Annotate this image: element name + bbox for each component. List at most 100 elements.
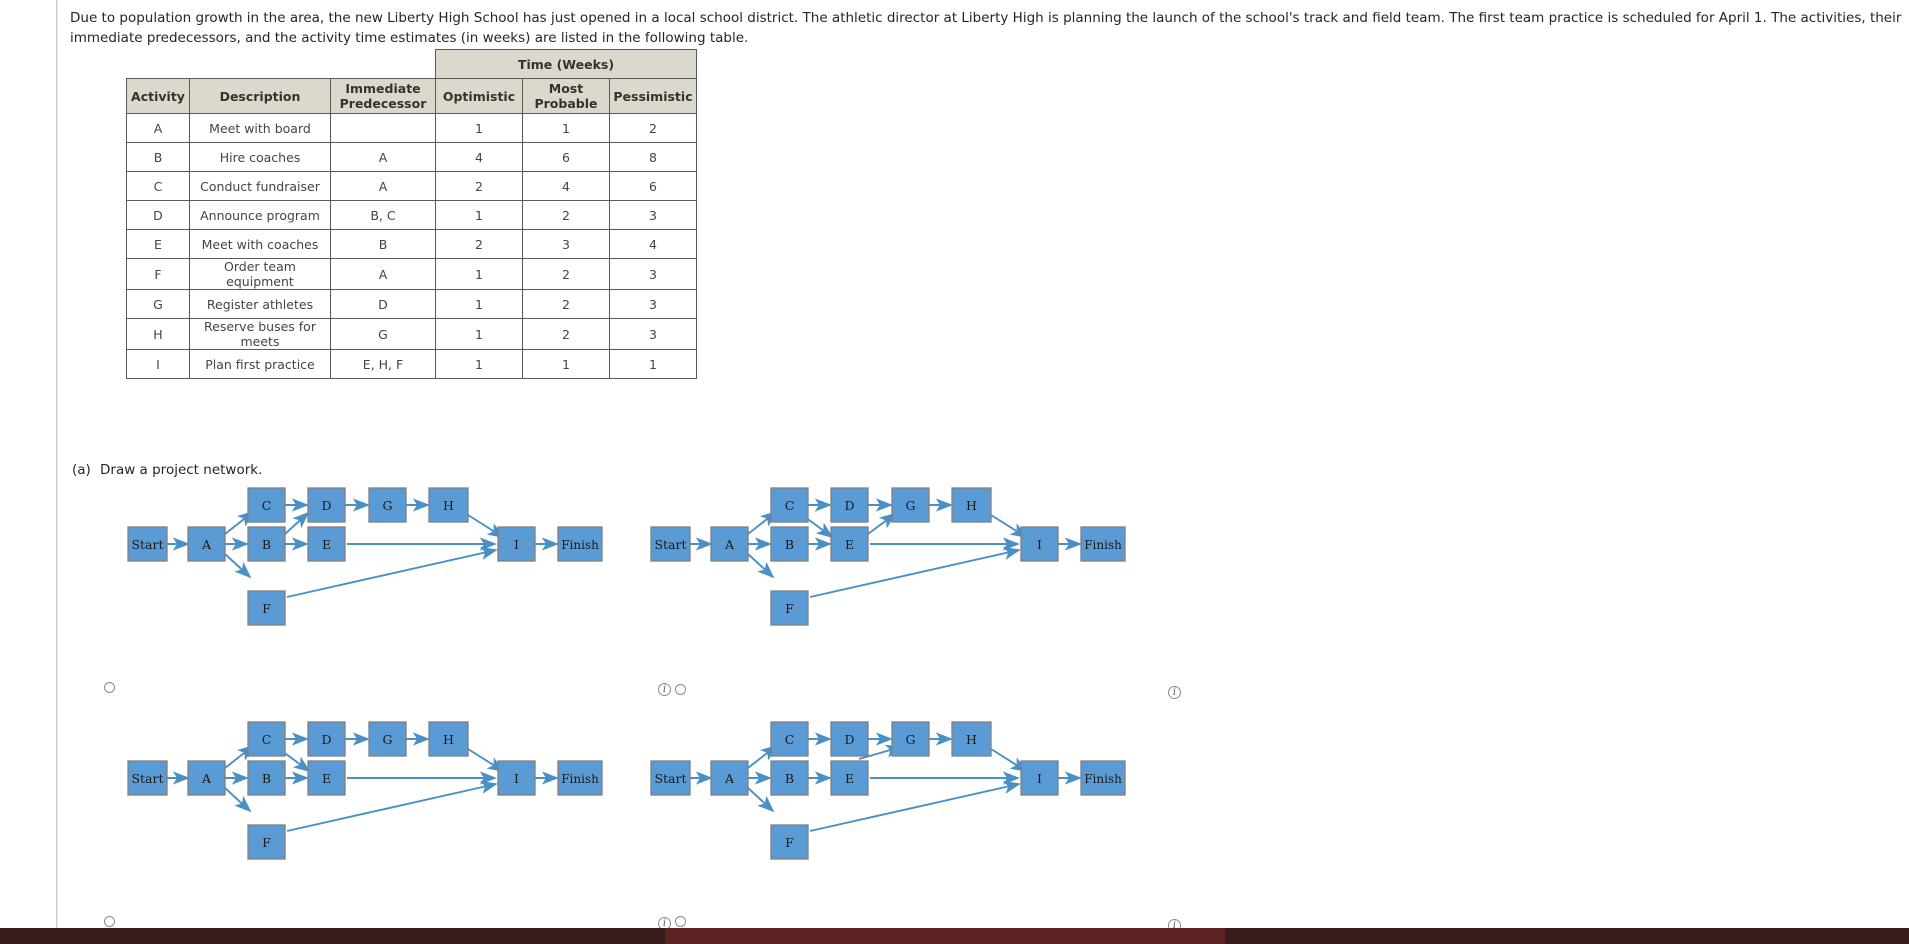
- cell-optimistic: 2: [435, 171, 523, 201]
- activity-table-wrapper: Time (Weeks) Activity Description Immedi…: [126, 49, 697, 379]
- node-g-label: G: [383, 498, 393, 513]
- cell-most-probable: 1: [522, 113, 610, 143]
- node-f: [247, 824, 286, 860]
- edge-group: [167, 498, 559, 598]
- cell-optimistic: 1: [435, 113, 523, 143]
- edge-a-f: [224, 787, 252, 813]
- node-a: [710, 760, 749, 796]
- info-icon[interactable]: i: [658, 917, 671, 930]
- cell-activity: F: [126, 258, 190, 290]
- node-group: Start A B C D E F G H I Finish: [127, 487, 603, 626]
- network-option-1[interactable]: Start A B C D E F G H I Finish: [110, 487, 690, 692]
- network-option-3[interactable]: Start A B C D E F G H I Finish: [110, 721, 690, 926]
- node-c-label: C: [785, 498, 795, 513]
- node-f: [247, 590, 286, 626]
- spacer-cell: [190, 50, 331, 79]
- node-i: [497, 760, 536, 796]
- cell-pessimistic: 6: [609, 171, 697, 201]
- node-start-label: Start: [131, 537, 163, 552]
- edge-a-f: [747, 553, 775, 579]
- node-e: [830, 526, 869, 562]
- node-finish: [557, 526, 603, 562]
- node-e: [307, 526, 346, 562]
- cell-description: Plan first practice: [189, 349, 331, 379]
- activity-table: Time (Weeks) Activity Description Immedi…: [126, 49, 697, 379]
- spacer-cell: [127, 50, 190, 79]
- edge-b-d: [284, 511, 310, 535]
- radio-option-4[interactable]: [675, 916, 686, 927]
- radio-option-2[interactable]: [675, 684, 686, 695]
- node-group: Start A B C D E F G H I Finish: [650, 487, 1126, 626]
- node-a: [187, 526, 226, 562]
- node-g: [368, 487, 407, 523]
- cell-activity: E: [126, 229, 190, 259]
- node-b: [247, 760, 286, 796]
- node-i: [1020, 526, 1059, 562]
- node-h-label: H: [966, 732, 977, 747]
- node-finish-label: Finish: [1084, 772, 1122, 786]
- cell-pessimistic: 3: [609, 289, 697, 319]
- col-header-description: Description: [189, 78, 331, 114]
- node-g-label: G: [383, 732, 393, 747]
- info-icon[interactable]: i: [658, 683, 671, 696]
- node-i: [1020, 760, 1059, 796]
- cell-activity: D: [126, 200, 190, 230]
- node-i-label: I: [514, 771, 519, 786]
- edge-e-g: [867, 512, 897, 535]
- network-option-2[interactable]: Start A B C D E F G H I Finish: [633, 487, 1213, 692]
- cell-optimistic: 2: [435, 229, 523, 259]
- radio-option-1[interactable]: [104, 682, 115, 693]
- cell-optimistic: 1: [435, 289, 523, 319]
- col-header-activity: Activity: [126, 78, 190, 114]
- edge-group: [690, 732, 1082, 832]
- cell-most-probable: 2: [522, 289, 610, 319]
- node-c: [770, 721, 809, 757]
- node-d: [830, 721, 869, 757]
- question-text: Draw a project network.: [100, 462, 263, 478]
- info-icon[interactable]: i: [1168, 686, 1181, 699]
- node-group: Start A B C D E F G H I Finish: [650, 721, 1126, 860]
- node-i-label: I: [1037, 771, 1042, 786]
- cell-activity: B: [126, 142, 190, 172]
- node-c: [247, 487, 286, 523]
- table-column-header-row: Activity Description Immediate Predecess…: [126, 78, 697, 114]
- cell-activity: C: [126, 171, 190, 201]
- cell-description: Register athletes: [189, 289, 331, 319]
- cell-activity: G: [126, 289, 190, 319]
- node-d-label: D: [844, 498, 854, 513]
- node-h: [428, 721, 469, 757]
- col-header-pessimistic: Pessimistic: [609, 78, 697, 114]
- cell-activity: H: [126, 318, 190, 350]
- node-h-label: H: [443, 498, 454, 513]
- cell-description: Conduct fundraiser: [189, 171, 331, 201]
- radio-option-3[interactable]: [104, 916, 115, 927]
- node-i: [497, 526, 536, 562]
- cell-predecessor: A: [330, 258, 436, 290]
- node-f-label: F: [785, 835, 794, 850]
- node-b-label: B: [262, 537, 271, 552]
- page-gutter-rule: [57, 0, 58, 944]
- node-b-label: B: [785, 771, 794, 786]
- node-f-label: F: [785, 601, 794, 616]
- cell-description: Meet with coaches: [189, 229, 331, 259]
- cell-optimistic: 1: [435, 200, 523, 230]
- node-c-label: C: [785, 732, 795, 747]
- network-option-4[interactable]: Start A B C D E F G H I Finish: [633, 721, 1213, 926]
- node-a-label: A: [201, 537, 212, 552]
- node-h: [951, 487, 992, 523]
- time-weeks-header: Time (Weeks): [435, 49, 697, 79]
- node-b-label: B: [262, 771, 271, 786]
- cell-description: Announce program: [189, 200, 331, 230]
- col-header-optimistic: Optimistic: [435, 78, 523, 114]
- node-d: [307, 721, 346, 757]
- cell-optimistic: 1: [435, 258, 523, 290]
